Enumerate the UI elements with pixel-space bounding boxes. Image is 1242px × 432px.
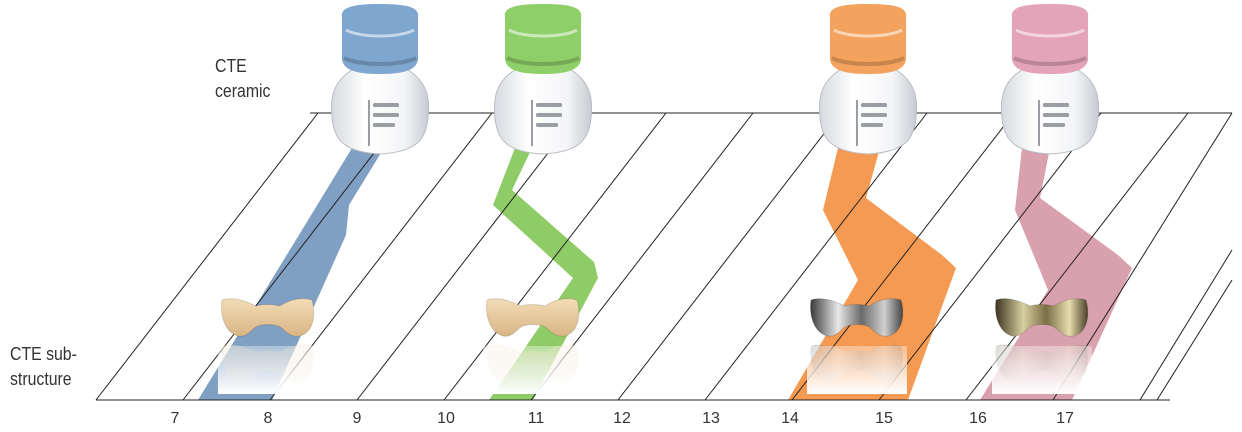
bottle-body bbox=[1001, 70, 1098, 154]
pink-bridge-frame bbox=[992, 299, 1092, 394]
cte-substructure-label-line2: structure bbox=[10, 367, 77, 392]
frames bbox=[218, 299, 1092, 394]
cte-ceramic-label: CTE ceramic bbox=[215, 54, 270, 104]
bottle-body bbox=[494, 70, 591, 154]
scale-line bbox=[1140, 250, 1232, 400]
green-bottle bbox=[494, 4, 591, 154]
reflection-fade bbox=[992, 346, 1092, 394]
bottle-label-line bbox=[373, 103, 399, 107]
bottle-label-line bbox=[536, 103, 562, 107]
bottle-label-line bbox=[861, 113, 887, 117]
bottle-label-line bbox=[1043, 113, 1069, 117]
material-bands bbox=[198, 148, 1132, 400]
bridge-frame bbox=[487, 299, 579, 337]
tick-label: 11 bbox=[521, 410, 551, 428]
reflection-fade bbox=[218, 346, 318, 394]
cte-substructure-label: CTE sub- structure bbox=[10, 342, 77, 392]
bottle-label-line bbox=[1043, 103, 1069, 107]
bottle-body bbox=[819, 70, 916, 154]
bottle-label-line bbox=[861, 103, 887, 107]
bottles bbox=[331, 4, 1098, 154]
bottle-label-line bbox=[373, 123, 395, 127]
bottle-label-line bbox=[536, 113, 562, 117]
cte-ceramic-label-line1: CTE bbox=[215, 54, 270, 79]
orange-bridge-frame bbox=[807, 299, 907, 394]
tick-label: 8 bbox=[253, 410, 283, 428]
reflection-fade bbox=[483, 346, 583, 394]
cte-substructure-label-line1: CTE sub- bbox=[10, 342, 77, 367]
bottle-body bbox=[331, 70, 428, 154]
bottle-label-line bbox=[861, 123, 883, 127]
orange-bottle bbox=[819, 4, 916, 154]
blue-bridge-frame bbox=[218, 299, 318, 394]
tick-label: 16 bbox=[963, 410, 993, 428]
reflection-fade bbox=[807, 346, 907, 394]
tick-label: 17 bbox=[1050, 410, 1080, 428]
bottle-label-line bbox=[373, 113, 399, 117]
tick-label: 10 bbox=[431, 410, 461, 428]
scale-line bbox=[618, 113, 840, 400]
tick-label: 13 bbox=[696, 410, 726, 428]
bottle-label-line bbox=[1043, 123, 1065, 127]
tick-label: 9 bbox=[342, 410, 372, 428]
pink-bottle bbox=[1001, 4, 1098, 154]
bottle-label-line bbox=[536, 123, 558, 127]
tick-label: 15 bbox=[869, 410, 899, 428]
tick-label: 7 bbox=[160, 410, 190, 428]
tick-label: 12 bbox=[607, 410, 637, 428]
scale-line bbox=[1157, 280, 1232, 400]
tick-label: 14 bbox=[775, 410, 805, 428]
green-bridge-frame bbox=[483, 299, 583, 394]
cte-ceramic-label-line2: ceramic bbox=[215, 79, 270, 104]
blue-bottle bbox=[331, 4, 428, 154]
